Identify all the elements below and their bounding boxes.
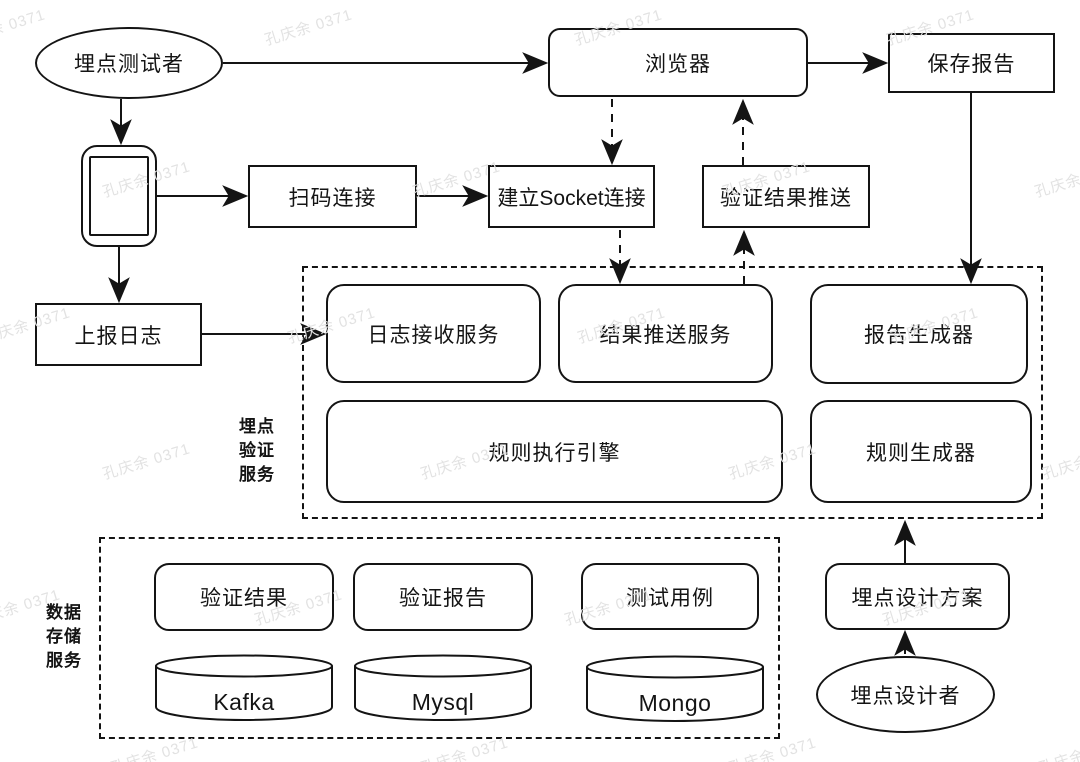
node-tester-label: 埋点测试者 — [74, 53, 184, 76]
node-verify-result-label: 验证结果 — [200, 587, 288, 610]
node-verify-result-push: 验证结果推送 — [702, 165, 870, 228]
node-browser-label: 浏览器 — [645, 52, 711, 76]
node-result-push-service-label: 结果推送服务 — [599, 323, 732, 347]
node-report-log-label: 上报日志 — [74, 324, 163, 348]
node-rule-generator-label: 规则生成器 — [866, 441, 976, 465]
watermark-text: 孔庆余 0371 — [1036, 734, 1080, 762]
node-scan-connect-label: 扫码连接 — [288, 186, 377, 210]
node-verify-result-push-label: 验证结果推送 — [720, 186, 852, 210]
node-result-push-service: 结果推送服务 — [558, 284, 773, 383]
kafka-database-cylinder: Kafka — [154, 654, 334, 722]
node-log-receive-service-label: 日志接收服务 — [367, 323, 500, 347]
node-designer-label: 埋点设计者 — [850, 684, 961, 708]
watermark-text: 孔庆余 0371 — [1032, 158, 1080, 202]
node-test-case: 测试用例 — [581, 563, 759, 630]
watermark-text: 孔庆余 0371 — [100, 440, 193, 484]
verify-service-label-line1: 埋点 — [239, 417, 275, 436]
storage-service-label-line2: 存储 — [46, 627, 82, 646]
node-verify-result: 验证结果 — [154, 563, 334, 631]
verify-service-group-box — [302, 266, 1043, 519]
node-socket-connect: 建立Socket连接 — [488, 165, 655, 228]
storage-service-group-box — [99, 537, 780, 739]
storage-service-group-label: 数据 存储 服务 — [29, 601, 99, 673]
watermark-text: 孔庆余 0371 — [0, 6, 48, 50]
node-rule-engine: 规则执行引擎 — [326, 400, 783, 503]
node-designer: 埋点设计者 — [816, 656, 995, 733]
cylinder-icon — [354, 654, 532, 722]
node-report-log: 上报日志 — [35, 303, 202, 366]
node-socket-connect-label: 建立Socket连接 — [497, 186, 646, 210]
node-verify-report: 验证报告 — [353, 563, 533, 631]
kafka-label: Kafka — [213, 688, 275, 715]
node-scan-connect: 扫码连接 — [248, 165, 417, 228]
node-rule-generator: 规则生成器 — [810, 400, 1032, 503]
mongo-database-cylinder: Mongo — [585, 655, 765, 723]
verify-service-label-line3: 服务 — [239, 465, 275, 484]
node-design-plan-label: 埋点设计方案 — [851, 586, 984, 610]
cylinder-icon — [586, 655, 764, 723]
node-verify-report-label: 验证报告 — [399, 587, 487, 610]
storage-service-label-line1: 数据 — [46, 603, 82, 622]
watermark-text: 孔庆余 0371 — [1040, 440, 1080, 484]
node-tester: 埋点测试者 — [35, 27, 223, 99]
node-save-report: 保存报告 — [888, 33, 1055, 93]
watermark-text: 孔庆余 0371 — [262, 6, 355, 50]
node-report-generator-label: 报告生成器 — [864, 324, 974, 347]
node-log-receive-service: 日志接收服务 — [326, 284, 541, 383]
phone-screen — [89, 156, 149, 236]
verify-service-label-line2: 验证 — [239, 441, 275, 460]
mysql-label: Mysql — [411, 688, 475, 715]
node-browser: 浏览器 — [548, 28, 808, 97]
node-save-report-label: 保存报告 — [927, 53, 1016, 76]
mysql-database-cylinder: Mysql — [353, 654, 533, 722]
node-design-plan: 埋点设计方案 — [825, 563, 1010, 630]
verify-service-group-label: 埋点 验证 服务 — [222, 415, 292, 487]
node-rule-engine-label: 规则执行引擎 — [488, 441, 621, 465]
cylinder-icon — [155, 654, 333, 722]
node-report-generator: 报告生成器 — [810, 284, 1028, 384]
mobile-phone-icon — [81, 145, 157, 247]
storage-service-label-line3: 服务 — [46, 651, 82, 670]
mongo-label: Mongo — [638, 689, 712, 716]
node-test-case-label: 测试用例 — [626, 586, 714, 610]
